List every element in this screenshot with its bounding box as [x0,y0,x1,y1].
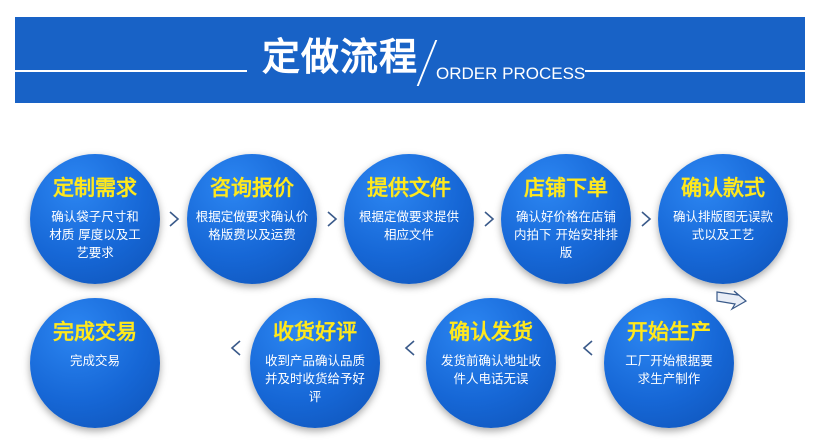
step-title: 开始生产 [627,320,711,344]
step-provide-files: 提供文件 根据定做要求提供相应文件 [344,154,474,284]
chevron-left-icon [404,340,416,356]
step-description: 确认排版图无误款式以及工艺 [672,209,773,242]
step-title: 完成交易 [53,320,137,344]
step-description: 工厂开始根据要求生产制作 [625,353,713,386]
step-description: 发货前确认地址收件人电话无误 [440,353,541,386]
step-title: 提供文件 [367,176,451,200]
step-title: 确认款式 [681,176,765,200]
step-start-production: 开始生产 工厂开始根据要求生产制作 [604,298,734,428]
header-banner [15,17,805,103]
step-confirm-style: 确认款式 确认排版图无误款式以及工艺 [658,154,788,284]
step-description: 确认袋子尺寸和材质 厚度以及工艺要求 [49,209,141,260]
step-description: 根据定做要求提供相应文件 [359,209,460,242]
step-custom-request: 定制需求 确认袋子尺寸和材质 厚度以及工艺要求 [30,154,160,284]
chevron-left-icon [230,340,242,356]
chevron-right-icon [326,211,338,227]
step-title: 店铺下单 [524,176,608,200]
step-title: 确认发货 [449,320,533,344]
step-complete-transaction: 完成交易 完成交易 [30,298,160,428]
chevron-left-icon [582,340,594,356]
step-title: 收货好评 [273,320,357,344]
chevron-right-icon [640,211,652,227]
chevron-right-icon [483,211,495,227]
banner-divider-left [15,70,247,72]
step-title: 咨询报价 [210,176,294,200]
step-description: 根据定做要求确认价格版费以及运费 [195,209,309,242]
step-consult-quote: 咨询报价 根据定做要求确认价格版费以及运费 [187,154,317,284]
step-place-order: 店铺下单 确认好价格在店铺内拍下 开始安排排版 [501,154,631,284]
step-description: 确认好价格在店铺内拍下 开始安排排版 [514,209,618,260]
page-title: 定做流程 [262,35,419,79]
chevron-right-icon [168,211,180,227]
turn-arrow-icon [714,289,748,311]
step-confirm-shipping: 确认发货 发货前确认地址收件人电话无误 [426,298,556,428]
step-receive-review: 收货好评 收到产品确认品质并及时收货给予好评 [250,298,380,428]
banner-divider-right [585,70,805,72]
page-subtitle: ORDER PROCESS [436,64,586,83]
step-description: 完成交易 [69,353,120,368]
step-title: 定制需求 [53,176,137,200]
step-description: 收到产品确认品质并及时收货给予好评 [265,353,366,404]
